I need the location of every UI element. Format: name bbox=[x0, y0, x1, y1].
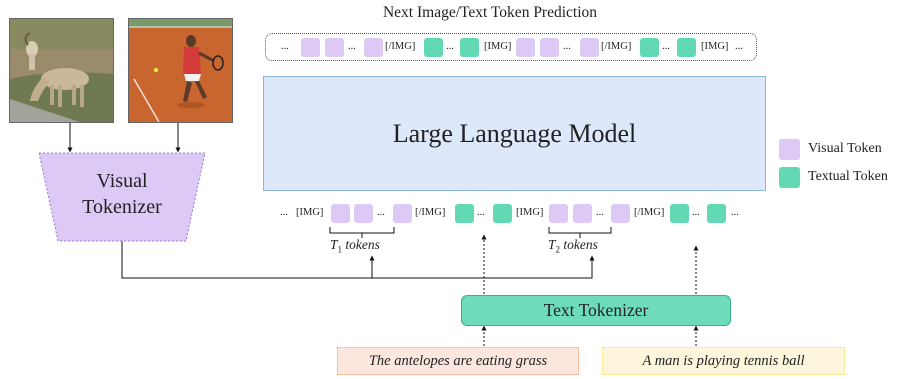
antelope-photo-icon bbox=[10, 19, 113, 122]
ellipsis: ... bbox=[377, 207, 385, 218]
t2-tokens-label: T2 tokens bbox=[548, 237, 598, 255]
prediction-title: Next Image/Text Token Prediction bbox=[382, 4, 598, 21]
visual-token bbox=[354, 204, 373, 223]
textual-token bbox=[493, 204, 512, 223]
visual-token bbox=[331, 204, 350, 223]
ellipsis: ... bbox=[563, 41, 571, 52]
visual-token bbox=[580, 38, 599, 57]
ellipsis: ... bbox=[446, 41, 454, 52]
ellipsis: ... bbox=[348, 41, 356, 52]
visual-token bbox=[540, 38, 559, 57]
textual-token bbox=[707, 204, 726, 223]
visual-token bbox=[364, 38, 383, 57]
t1-subscript: 1 bbox=[337, 244, 343, 255]
img-open-marker: [IMG] bbox=[701, 41, 729, 52]
visual-token bbox=[573, 204, 592, 223]
t1-tokens-label: T1 tokens bbox=[330, 237, 380, 255]
caption-antelopes: The antelopes are eating grass bbox=[337, 347, 579, 375]
ellipsis: ... bbox=[477, 207, 485, 218]
legend-visual-swatch bbox=[779, 139, 800, 160]
textual-token bbox=[640, 38, 659, 57]
t2-symbol: T bbox=[548, 237, 556, 252]
ellipsis: ... bbox=[735, 41, 743, 52]
t1-suffix: tokens bbox=[345, 237, 380, 252]
textual-token bbox=[460, 38, 479, 57]
text-tokenizer-label: Text Tokenizer bbox=[543, 300, 649, 320]
ellipsis: ... bbox=[662, 41, 670, 52]
img-open-marker: [IMG] bbox=[484, 41, 512, 52]
textual-token bbox=[677, 38, 696, 57]
visual-token bbox=[393, 204, 412, 223]
textual-token bbox=[670, 204, 689, 223]
visual-tokenizer-line2: Tokenizer bbox=[82, 196, 162, 218]
legend-textual-label: Textual Token bbox=[808, 169, 888, 184]
visual-tokenizer-line1: Visual bbox=[96, 170, 148, 192]
img-close-marker: [/IMG] bbox=[385, 41, 416, 52]
llm-label: Large Language Model bbox=[392, 118, 637, 148]
textual-token bbox=[424, 38, 443, 57]
ellipsis: ... bbox=[280, 207, 288, 218]
antelope-image bbox=[9, 18, 114, 123]
ellipsis: ... bbox=[731, 207, 739, 218]
visual-token bbox=[611, 204, 630, 223]
t2-subscript: 2 bbox=[555, 244, 561, 255]
tennis-photo-icon bbox=[129, 19, 232, 122]
t1-symbol: T bbox=[330, 237, 338, 252]
caption-tennis: A man is playing tennis ball bbox=[602, 347, 845, 375]
llm-box: Large Language Model bbox=[263, 76, 766, 191]
visual-token bbox=[301, 38, 320, 57]
tennis-image bbox=[128, 18, 233, 123]
ellipsis: ... bbox=[692, 207, 700, 218]
visual-tokenizer-label: Visual Tokenizer bbox=[38, 168, 206, 220]
ellipsis: ... bbox=[596, 207, 604, 218]
img-close-marker: [/IMG] bbox=[601, 41, 632, 52]
text-tokenizer-box: Text Tokenizer bbox=[461, 295, 731, 326]
legend-textual-swatch bbox=[779, 167, 800, 188]
visual-token bbox=[516, 38, 535, 57]
img-close-marker: [/IMG] bbox=[415, 207, 446, 218]
visual-token bbox=[549, 204, 568, 223]
visual-token bbox=[325, 38, 344, 57]
img-open-marker: [IMG] bbox=[296, 207, 324, 218]
t2-suffix: tokens bbox=[563, 237, 598, 252]
visual-tokenizer-box bbox=[38, 152, 206, 242]
legend-visual-label: Visual Token bbox=[808, 141, 882, 156]
ellipsis: ... bbox=[281, 41, 289, 52]
img-open-marker: [IMG] bbox=[516, 207, 544, 218]
textual-token bbox=[455, 204, 474, 223]
prediction-sequence-box bbox=[265, 33, 757, 61]
img-close-marker: [/IMG] bbox=[634, 207, 665, 218]
